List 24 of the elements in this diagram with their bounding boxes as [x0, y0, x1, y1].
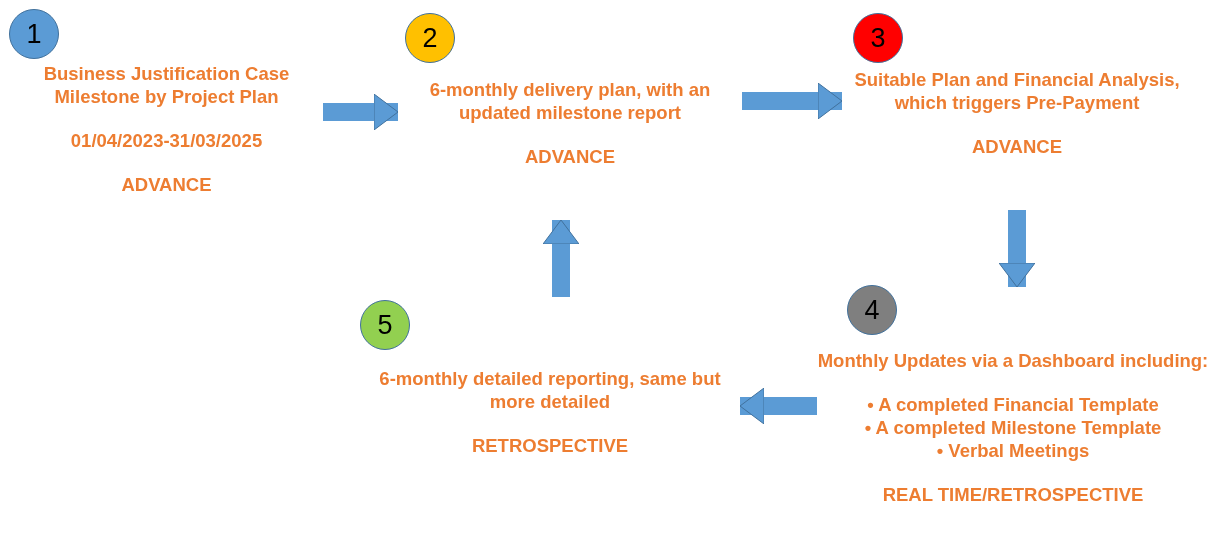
list-item: • A completed Financial Template	[866, 393, 1160, 416]
step-description: Monthly Updates via a Dashboard including:	[817, 349, 1209, 372]
step-description: 01/04/2023-31/03/2025	[69, 129, 264, 152]
step-number-circle: 4	[847, 285, 897, 335]
step-number-circle: 2	[405, 13, 455, 63]
status-label: REAL TIME/RETROSPECTIVE	[881, 483, 1145, 506]
status-label: ADVANCE	[120, 173, 213, 196]
block-arrow	[739, 387, 817, 425]
step-description: Suitable Plan and Financial Analysis, which triggers Pre-Payment	[853, 68, 1181, 114]
block-arrow	[742, 82, 843, 120]
step-number-circle: 5	[360, 300, 410, 350]
block-arrow	[998, 210, 1036, 288]
step-number-circle: 1	[9, 9, 59, 59]
block-arrow	[323, 93, 399, 131]
status-label: ADVANCE	[523, 145, 617, 168]
list-item: • Verbal Meetings	[935, 439, 1091, 462]
step-number-circle: 3	[853, 13, 903, 63]
status-label: ADVANCE	[970, 135, 1064, 158]
step-description: Business Justification Case Milestone by Project Plan	[42, 62, 291, 108]
status-label: RETROSPECTIVE	[470, 434, 630, 457]
step-description: 6-monthly delivery plan, with an updated milestone report	[428, 78, 712, 124]
step-description: 6-monthly detailed reporting, same but more detailed	[378, 367, 722, 413]
list-item: • A completed Milestone Template	[863, 416, 1163, 439]
block-arrow	[542, 219, 580, 297]
